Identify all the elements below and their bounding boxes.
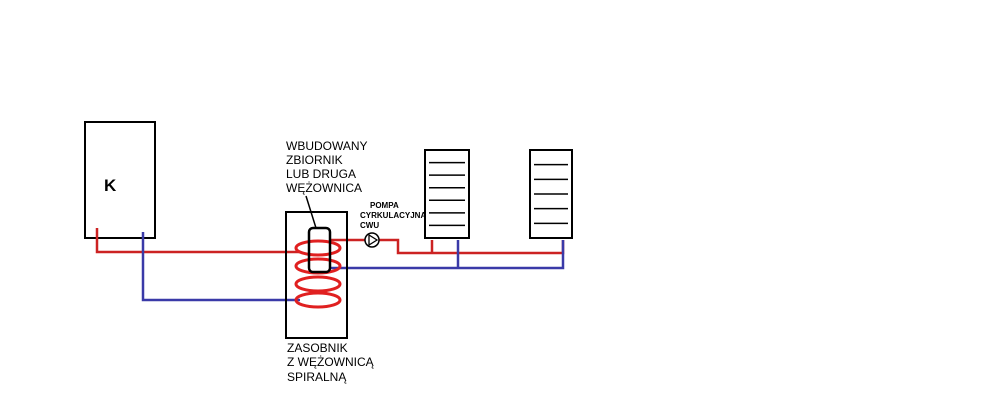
boiler-box — [84, 121, 156, 239]
coil-turn — [294, 291, 342, 309]
radiator-1-body — [424, 149, 470, 239]
coil-turn — [294, 239, 342, 257]
inner-tank-pointer — [305, 195, 317, 229]
tank-caption-line1: ZASOBNIK — [287, 341, 348, 355]
radiator-2 — [529, 149, 573, 239]
pump-label-line1: POMPA — [370, 201, 399, 210]
pump-label-line2: CYRKULACYJNA — [360, 211, 426, 220]
cold-pipes — [141, 232, 565, 302]
cold-return-pipe — [141, 232, 300, 302]
radiator-1 — [424, 149, 470, 239]
circulation-pump-icon — [364, 232, 380, 248]
inner-tank-box — [307, 226, 332, 274]
radiator-2-fins — [534, 163, 568, 225]
coil-turn — [294, 275, 342, 293]
boiler-label: K — [104, 176, 117, 195]
storage-tank-box — [285, 211, 348, 339]
hot-supply-pipe — [95, 228, 300, 254]
inner-tank-label-line3: LUB DRUGA — [286, 167, 356, 181]
cold-supply-pipe — [330, 240, 565, 270]
inner-tank-label-line2: ZBIORNIK — [286, 153, 343, 167]
radiator-1-fins — [429, 161, 465, 227]
spiral-coil — [294, 239, 342, 309]
inner-tank-label-line4: WĘŻOWNICA — [286, 181, 362, 195]
tank-caption-line3: SPIRALNĄ — [287, 370, 347, 384]
tank-caption-line2: Z WĘŻOWNICĄ — [287, 355, 375, 369]
inner-tank-label-line1: WBUDOWANY — [286, 139, 368, 153]
pump-label-line3: CWU — [360, 221, 379, 230]
